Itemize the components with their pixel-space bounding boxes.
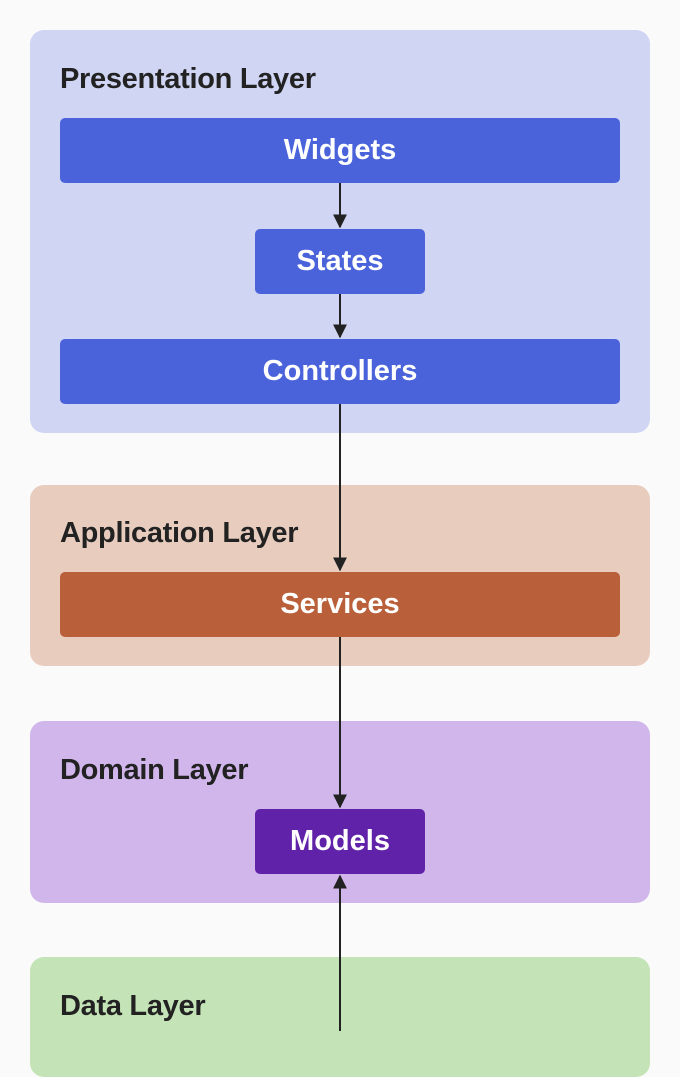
data-layer-title: Data Layer (60, 990, 206, 1022)
domain-layer-title: Domain Layer (60, 754, 249, 786)
data-layer: Data Layer (30, 957, 650, 1077)
application-layer-title: Application Layer (60, 517, 299, 549)
models-box: Models (255, 809, 425, 874)
services-box: Services (60, 572, 620, 637)
states-box: States (255, 229, 425, 294)
widgets-box: Widgets (60, 118, 620, 183)
presentation-layer-title: Presentation Layer (60, 63, 316, 95)
controllers-box: Controllers (60, 339, 620, 404)
